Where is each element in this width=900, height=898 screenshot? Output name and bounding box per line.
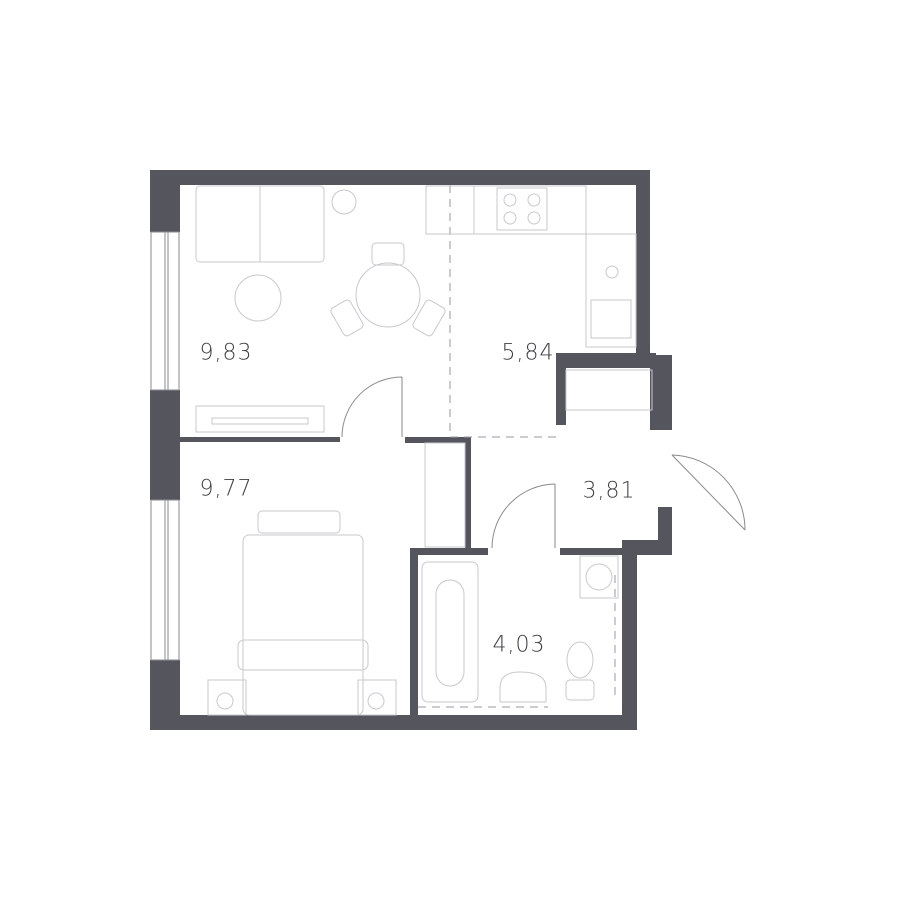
kitchen-sink (590, 299, 632, 339)
zone-dividers (418, 185, 636, 708)
washbasin (499, 671, 547, 703)
doors (341, 376, 746, 549)
headboard (257, 510, 341, 534)
tv-stand (195, 405, 325, 433)
kitchen-counter (425, 185, 587, 235)
wardrobe-bedroom (424, 442, 466, 548)
toilet (566, 641, 594, 679)
dining-table (355, 262, 421, 328)
wardrobe-hall (565, 369, 653, 411)
room-area-living-room: 9,83 (199, 340, 253, 366)
nightstand-left (207, 679, 247, 716)
nightstand-right (357, 679, 397, 716)
furniture (195, 185, 653, 716)
room-area-kitchen: 5,84 (501, 340, 555, 366)
bed (242, 534, 364, 716)
cooktop (496, 187, 548, 231)
room-area-bedroom: 9,77 (199, 476, 253, 502)
floor-lamp (331, 189, 357, 215)
walls (150, 170, 672, 730)
washing-machine (579, 555, 619, 599)
room-area-bathroom: 4,03 (492, 632, 546, 658)
tap (605, 265, 619, 279)
bathtub (421, 561, 479, 703)
rug (234, 274, 282, 322)
room-area-hallway: 3,81 (582, 478, 636, 504)
windows (150, 231, 180, 661)
